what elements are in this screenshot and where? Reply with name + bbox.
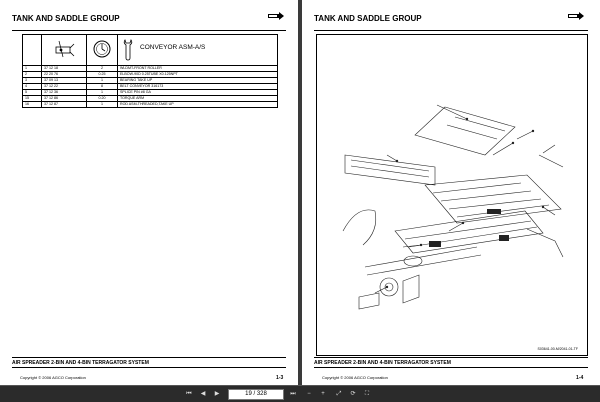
qty-icon-cell — [86, 34, 118, 66]
right-page: TANK AND SADDLE GROUP — [302, 0, 600, 385]
page-header: TANK AND SADDLE GROUP — [12, 14, 120, 23]
part-number-cell: 37 12 87 — [41, 101, 87, 108]
page-header: TANK AND SADDLE GROUP — [314, 14, 422, 23]
footer-rule-top — [314, 357, 588, 358]
brand-logo-icon — [268, 12, 284, 20]
assembly-title-cell: CONVEYOR ASM-A/S — [117, 34, 278, 66]
item-header-cell — [22, 34, 42, 66]
copyright-text: Copyright © 2006 AGCO Corporation — [322, 375, 388, 380]
footer-title: AIR SPREADER 2-BIN AND 4-BIN TERRAGATOR … — [12, 360, 149, 366]
zoom-out-icon[interactable]: − — [307, 391, 311, 397]
footer-rule-top — [12, 357, 286, 358]
assembly-title: CONVEYOR ASM-A/S — [140, 44, 206, 51]
fullscreen-icon[interactable]: ⛶ — [364, 391, 370, 397]
parts-table-header: CONVEYOR ASM-A/S — [22, 34, 278, 66]
page-number: 1-4 — [576, 375, 584, 381]
footer-title: AIR SPREADER 2-BIN AND 4-BIN TERRAGATOR … — [314, 360, 451, 366]
left-page: TANK AND SADDLE GROUP — [0, 0, 298, 385]
header-rule — [12, 30, 286, 31]
viewer-toolbar: ⏮ ◀ ▶ 19 / 328 ⏭ − + ⤢ ⟳ ⛶ — [0, 385, 600, 402]
brand-logo-icon — [568, 12, 584, 20]
copyright-text: Copyright © 2006 AGCO Corporation — [20, 375, 86, 380]
part-number-icon — [55, 40, 75, 58]
conveyor-exploded-diagram — [342, 104, 564, 310]
figure-id: S03641-00-M/2041-01-TF — [537, 347, 578, 351]
wrench-icon — [123, 39, 133, 61]
last-page-icon[interactable]: ⏭ — [290, 391, 296, 397]
first-page-icon[interactable]: ⏮ — [186, 391, 192, 397]
next-page-icon[interactable]: ▶ — [214, 391, 220, 397]
description-cell: ROD ASM-THREADED,TAKE UP — [117, 101, 278, 108]
rotate-icon[interactable]: ⟳ — [350, 391, 356, 397]
page-number: 1-3 — [276, 375, 284, 381]
quantity-clock-icon — [93, 40, 111, 58]
exploded-view-frame — [316, 34, 588, 356]
quantity-cell: 1 — [86, 101, 118, 108]
header-rule — [314, 30, 588, 31]
page-number-field[interactable]: 19 / 328 — [228, 389, 284, 400]
part-icon-cell — [41, 34, 87, 66]
item-cell: 16 — [22, 101, 42, 108]
footer-rule-bottom — [12, 367, 286, 368]
zoom-in-icon[interactable]: + — [321, 391, 325, 397]
fit-page-icon[interactable]: ⤢ — [336, 391, 342, 397]
previous-page-icon[interactable]: ◀ — [200, 391, 206, 397]
footer-rule-bottom — [314, 367, 588, 368]
